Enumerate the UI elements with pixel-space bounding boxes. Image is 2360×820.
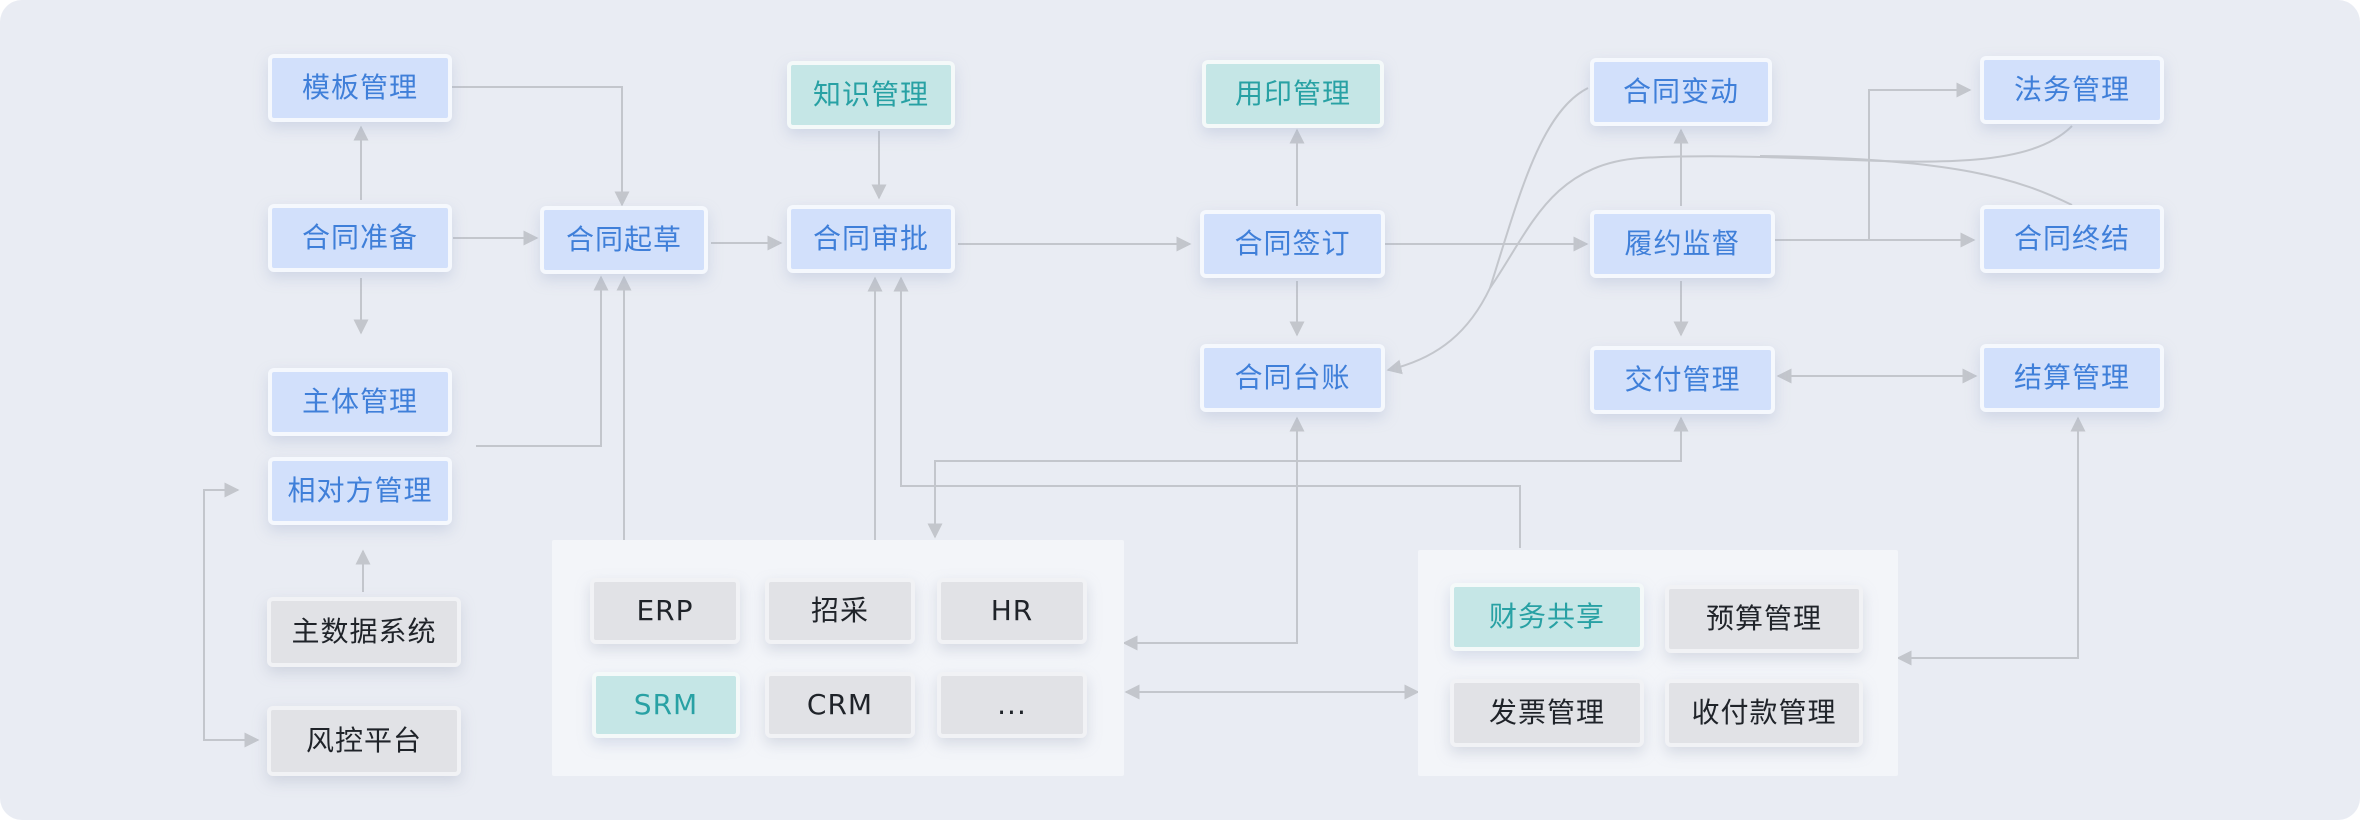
node-counterparty-management[interactable]: 相对方管理 — [268, 457, 452, 525]
edge-ledger-systems — [1122, 416, 1305, 651]
system-crm[interactable]: CRM — [765, 672, 915, 738]
node-contract-termination[interactable]: 合同终结 — [1980, 205, 2164, 273]
node-subject-management[interactable]: 主体管理 — [268, 368, 452, 436]
node-delivery-management[interactable]: 交付管理 — [1590, 346, 1775, 414]
node-template-management[interactable]: 模板管理 — [268, 54, 452, 122]
node-contract-ledger[interactable]: 合同台账 — [1200, 344, 1385, 412]
edge-legal-ledger-curve — [1489, 125, 2073, 289]
system-srm[interactable]: SRM — [592, 672, 740, 738]
node-contract-change[interactable]: 合同变动 — [1590, 58, 1772, 126]
edge-change-ledger-curve — [1386, 87, 1589, 375]
edge-counterparty-draft — [476, 275, 609, 447]
node-contract-drafting[interactable]: 合同起草 — [540, 206, 708, 274]
node-knowledge-management[interactable]: 知识管理 — [787, 61, 955, 129]
node-risk-control-platform[interactable]: 风控平台 — [267, 706, 461, 776]
system-more[interactable]: ... — [937, 672, 1087, 738]
finance-payment-management[interactable]: 收付款管理 — [1665, 679, 1863, 747]
business-systems-panel — [552, 540, 1124, 776]
node-performance-monitoring[interactable]: 履约监督 — [1590, 210, 1775, 278]
edge-delivery-approve-loop — [927, 416, 1689, 539]
edge-risk-counterparty-loop — [203, 482, 260, 748]
edge-settle-finance — [1896, 416, 2086, 666]
system-procurement[interactable]: 招采 — [765, 578, 915, 644]
edge-terminate-ledger-curve — [1759, 155, 2073, 206]
edge-monitor-legal — [1868, 82, 1972, 240]
node-legal-management[interactable]: 法务管理 — [1980, 56, 2164, 124]
node-master-data-system[interactable]: 主数据系统 — [267, 597, 461, 667]
node-settlement-management[interactable]: 结算管理 — [1980, 344, 2164, 412]
node-seal-management[interactable]: 用印管理 — [1202, 60, 1384, 128]
edge-template-draft — [452, 86, 630, 207]
finance-shared-services[interactable]: 财务共享 — [1450, 583, 1644, 651]
edge-finance-approve — [893, 276, 1521, 548]
node-contract-signing[interactable]: 合同签订 — [1200, 210, 1385, 278]
node-contract-preparation[interactable]: 合同准备 — [268, 204, 452, 272]
finance-invoice-management[interactable]: 发票管理 — [1450, 679, 1644, 747]
finance-budget-management[interactable]: 预算管理 — [1665, 585, 1863, 653]
node-contract-approval[interactable]: 合同审批 — [787, 205, 955, 273]
system-hr[interactable]: HR — [937, 578, 1087, 644]
system-erp[interactable]: ERP — [590, 578, 740, 644]
